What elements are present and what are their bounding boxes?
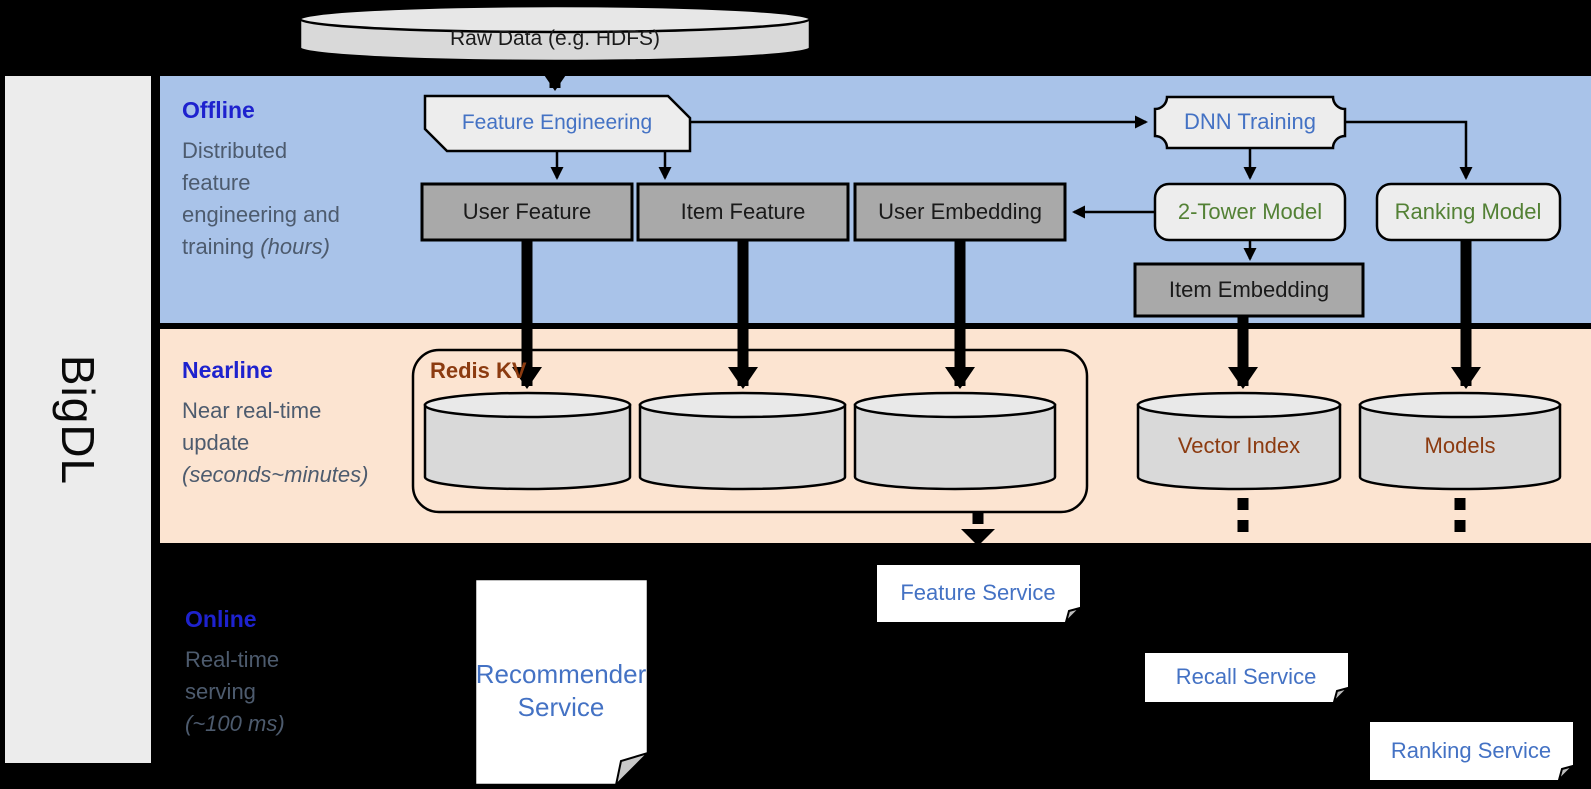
- feature-service-doc: [877, 565, 1084, 626]
- user-embedding-label: User Embedding: [878, 199, 1042, 224]
- recommender-service-doc: [473, 577, 650, 789]
- feature-engineering-label: Feature Engineering: [461, 111, 653, 134]
- vector-index-label: Vector Index: [1177, 433, 1301, 458]
- item-embedding-label: Item Embedding: [1168, 277, 1330, 302]
- recommender-service-label: Recommender Service: [476, 658, 647, 724]
- nearline-title: Nearline: [182, 357, 273, 383]
- ranking-service-label: Ranking Service: [1390, 738, 1552, 763]
- online-title: Online: [185, 606, 257, 632]
- raw-data-label: Raw Data (e.g. HDFS): [449, 27, 661, 50]
- dashed-arrow-kv-to-feature-service: [961, 513, 995, 546]
- kv-cylinder-2: [638, 391, 847, 491]
- item-feature-label: Item Feature: [680, 199, 806, 224]
- offline-description: Distributed feature engineering and trai…: [182, 138, 340, 259]
- nearline-section-label: Nearline Near real-time update (seconds~…: [182, 357, 368, 491]
- item-embedding-box: [1133, 262, 1365, 318]
- recall-service-label: Recall Service: [1175, 664, 1317, 689]
- offline-title: Offline: [182, 97, 255, 123]
- dnn-training-shape: [1153, 95, 1347, 150]
- feature-service-label: Feature Service: [900, 580, 1056, 605]
- user-feature-box: [420, 182, 634, 242]
- ranking-model-label: Ranking Model: [1394, 199, 1542, 224]
- redis-kv-label: Redis KV: [430, 358, 527, 383]
- ranking-service-doc: [1370, 722, 1577, 784]
- recommender-service-line1: Recommender: [475, 659, 647, 689]
- models-cylinder: [1358, 391, 1562, 491]
- recall-service-doc: [1145, 653, 1352, 706]
- kv-cylinder-1: [423, 391, 632, 491]
- arrow-dnn-training-to-ranking-model: [1345, 120, 1473, 180]
- online-description: Real-time serving (~100 ms): [185, 647, 285, 736]
- nearline-description: Near real-time update (seconds~minutes): [182, 398, 369, 487]
- models-label: Models: [1424, 433, 1496, 458]
- offline-section-label: Offline Distributed feature engineering …: [182, 97, 340, 263]
- bigdl-sidebar: BigDL: [5, 76, 151, 763]
- redis-kv-container: [411, 348, 1089, 514]
- two-tower-model-label: 2-Tower Model: [1177, 199, 1323, 224]
- two-tower-model-box: [1153, 182, 1347, 242]
- raw-data-cylinder: [298, 4, 812, 63]
- recommender-service-line2: Service: [517, 692, 605, 722]
- vector-index-cylinder: [1136, 391, 1342, 491]
- user-feature-label: User Feature: [462, 199, 592, 224]
- feature-engineering-shape: [423, 94, 692, 153]
- online-section-label: Online Real-time serving (~100 ms): [185, 606, 285, 740]
- kv-cylinder-3: [853, 391, 1057, 491]
- dnn-training-label: DNN Training: [1183, 109, 1317, 134]
